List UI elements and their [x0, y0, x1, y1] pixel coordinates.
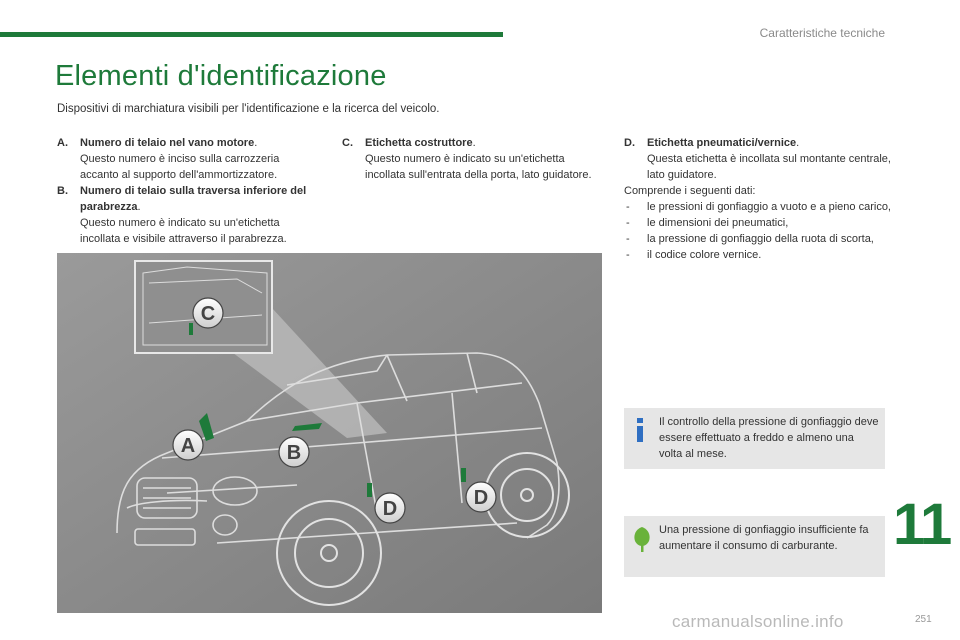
list-item: le dimensioni dei pneumatici,	[624, 215, 892, 231]
page-title: Elementi d'identificazione	[55, 60, 387, 92]
intro-text: Dispositivi di marchiatura visibili per …	[57, 103, 440, 115]
rear-wheel	[484, 452, 570, 538]
front-wheel	[276, 500, 382, 606]
chapter-number: 11	[893, 492, 952, 557]
info-box: Il controllo della pressione di gonfiagg…	[624, 408, 885, 469]
entry-body: Questo numero è indicato su un'etichetta…	[80, 217, 287, 245]
data-list: le pressioni di gonfiaggio a vuoto e a p…	[624, 199, 892, 263]
entry-punct: .	[137, 201, 141, 213]
data-list-intro: Comprende i seguenti dati:	[624, 185, 756, 197]
entry-punct: .	[796, 137, 800, 149]
vehicle-illustration: C A B D D	[57, 253, 602, 613]
entry-title: Numero di telaio sulla traversa inferior…	[80, 185, 307, 213]
eco-text: Una pressione di gonfiaggio insufficient…	[659, 524, 869, 552]
entry-letter: B.	[57, 185, 68, 197]
marker-bars	[199, 413, 466, 497]
entry-body: Questo numero è indicato su un'etichetta…	[365, 153, 592, 181]
label-b-text: B	[287, 442, 301, 464]
entry-body: Questo numero è inciso sulla carrozzeria…	[80, 153, 280, 181]
entries-column-1: A. Numero di telaio nel vano motore. Que…	[57, 135, 319, 247]
label-d-rear: D	[465, 481, 497, 513]
entry-letter: A.	[57, 137, 68, 149]
label-a-text: A	[181, 435, 195, 457]
section-title: Caratteristiche tecniche	[759, 26, 885, 40]
entry-body: Questa etichetta è incollata sul montant…	[647, 153, 891, 181]
label-a: A	[172, 429, 204, 461]
entry-punct: .	[472, 137, 476, 149]
header-accent-bar	[0, 32, 503, 37]
list-item: la pressione di gonfiaggio della ruota d…	[624, 231, 892, 247]
leaf-icon	[632, 526, 652, 557]
entry-punct: .	[254, 137, 258, 149]
info-icon	[632, 418, 648, 447]
watermark: carmanualsonline.info	[672, 612, 844, 631]
entry-title: Numero di telaio nel vano motore	[80, 137, 255, 149]
entry-d: D. Etichetta pneumatici/vernice. Questa …	[624, 135, 892, 183]
entries-column-2: C. Etichetta costruttore. Questo numero …	[342, 135, 597, 183]
entry-letter: C.	[342, 137, 353, 149]
entry-a: A. Numero di telaio nel vano motore. Que…	[57, 135, 319, 183]
entry-title: Etichetta pneumatici/vernice	[647, 137, 797, 149]
eco-box: Una pressione di gonfiaggio insufficient…	[624, 516, 885, 577]
label-d1-text: D	[383, 498, 397, 520]
label-c: C	[192, 297, 224, 329]
entry-title: Etichetta costruttore	[365, 137, 473, 149]
vehicle-svg: C A B D D	[57, 253, 602, 613]
list-item: le pressioni di gonfiaggio a vuoto e a p…	[624, 199, 892, 215]
entry-b: B. Numero di telaio sulla traversa infer…	[57, 183, 319, 247]
entry-letter: D.	[624, 137, 635, 149]
list-item: il codice colore vernice.	[624, 247, 892, 263]
label-c-text: C	[201, 303, 215, 325]
label-d-front: D	[374, 492, 406, 524]
car-body	[116, 352, 560, 546]
label-d2-text: D	[474, 487, 488, 509]
entry-c: C. Etichetta costruttore. Questo numero …	[342, 135, 597, 183]
info-text: Il controllo della pressione di gonfiagg…	[659, 416, 879, 460]
label-b: B	[278, 436, 310, 468]
entries-column-3: D. Etichetta pneumatici/vernice. Questa …	[624, 135, 892, 263]
page-number: 251	[915, 614, 932, 625]
